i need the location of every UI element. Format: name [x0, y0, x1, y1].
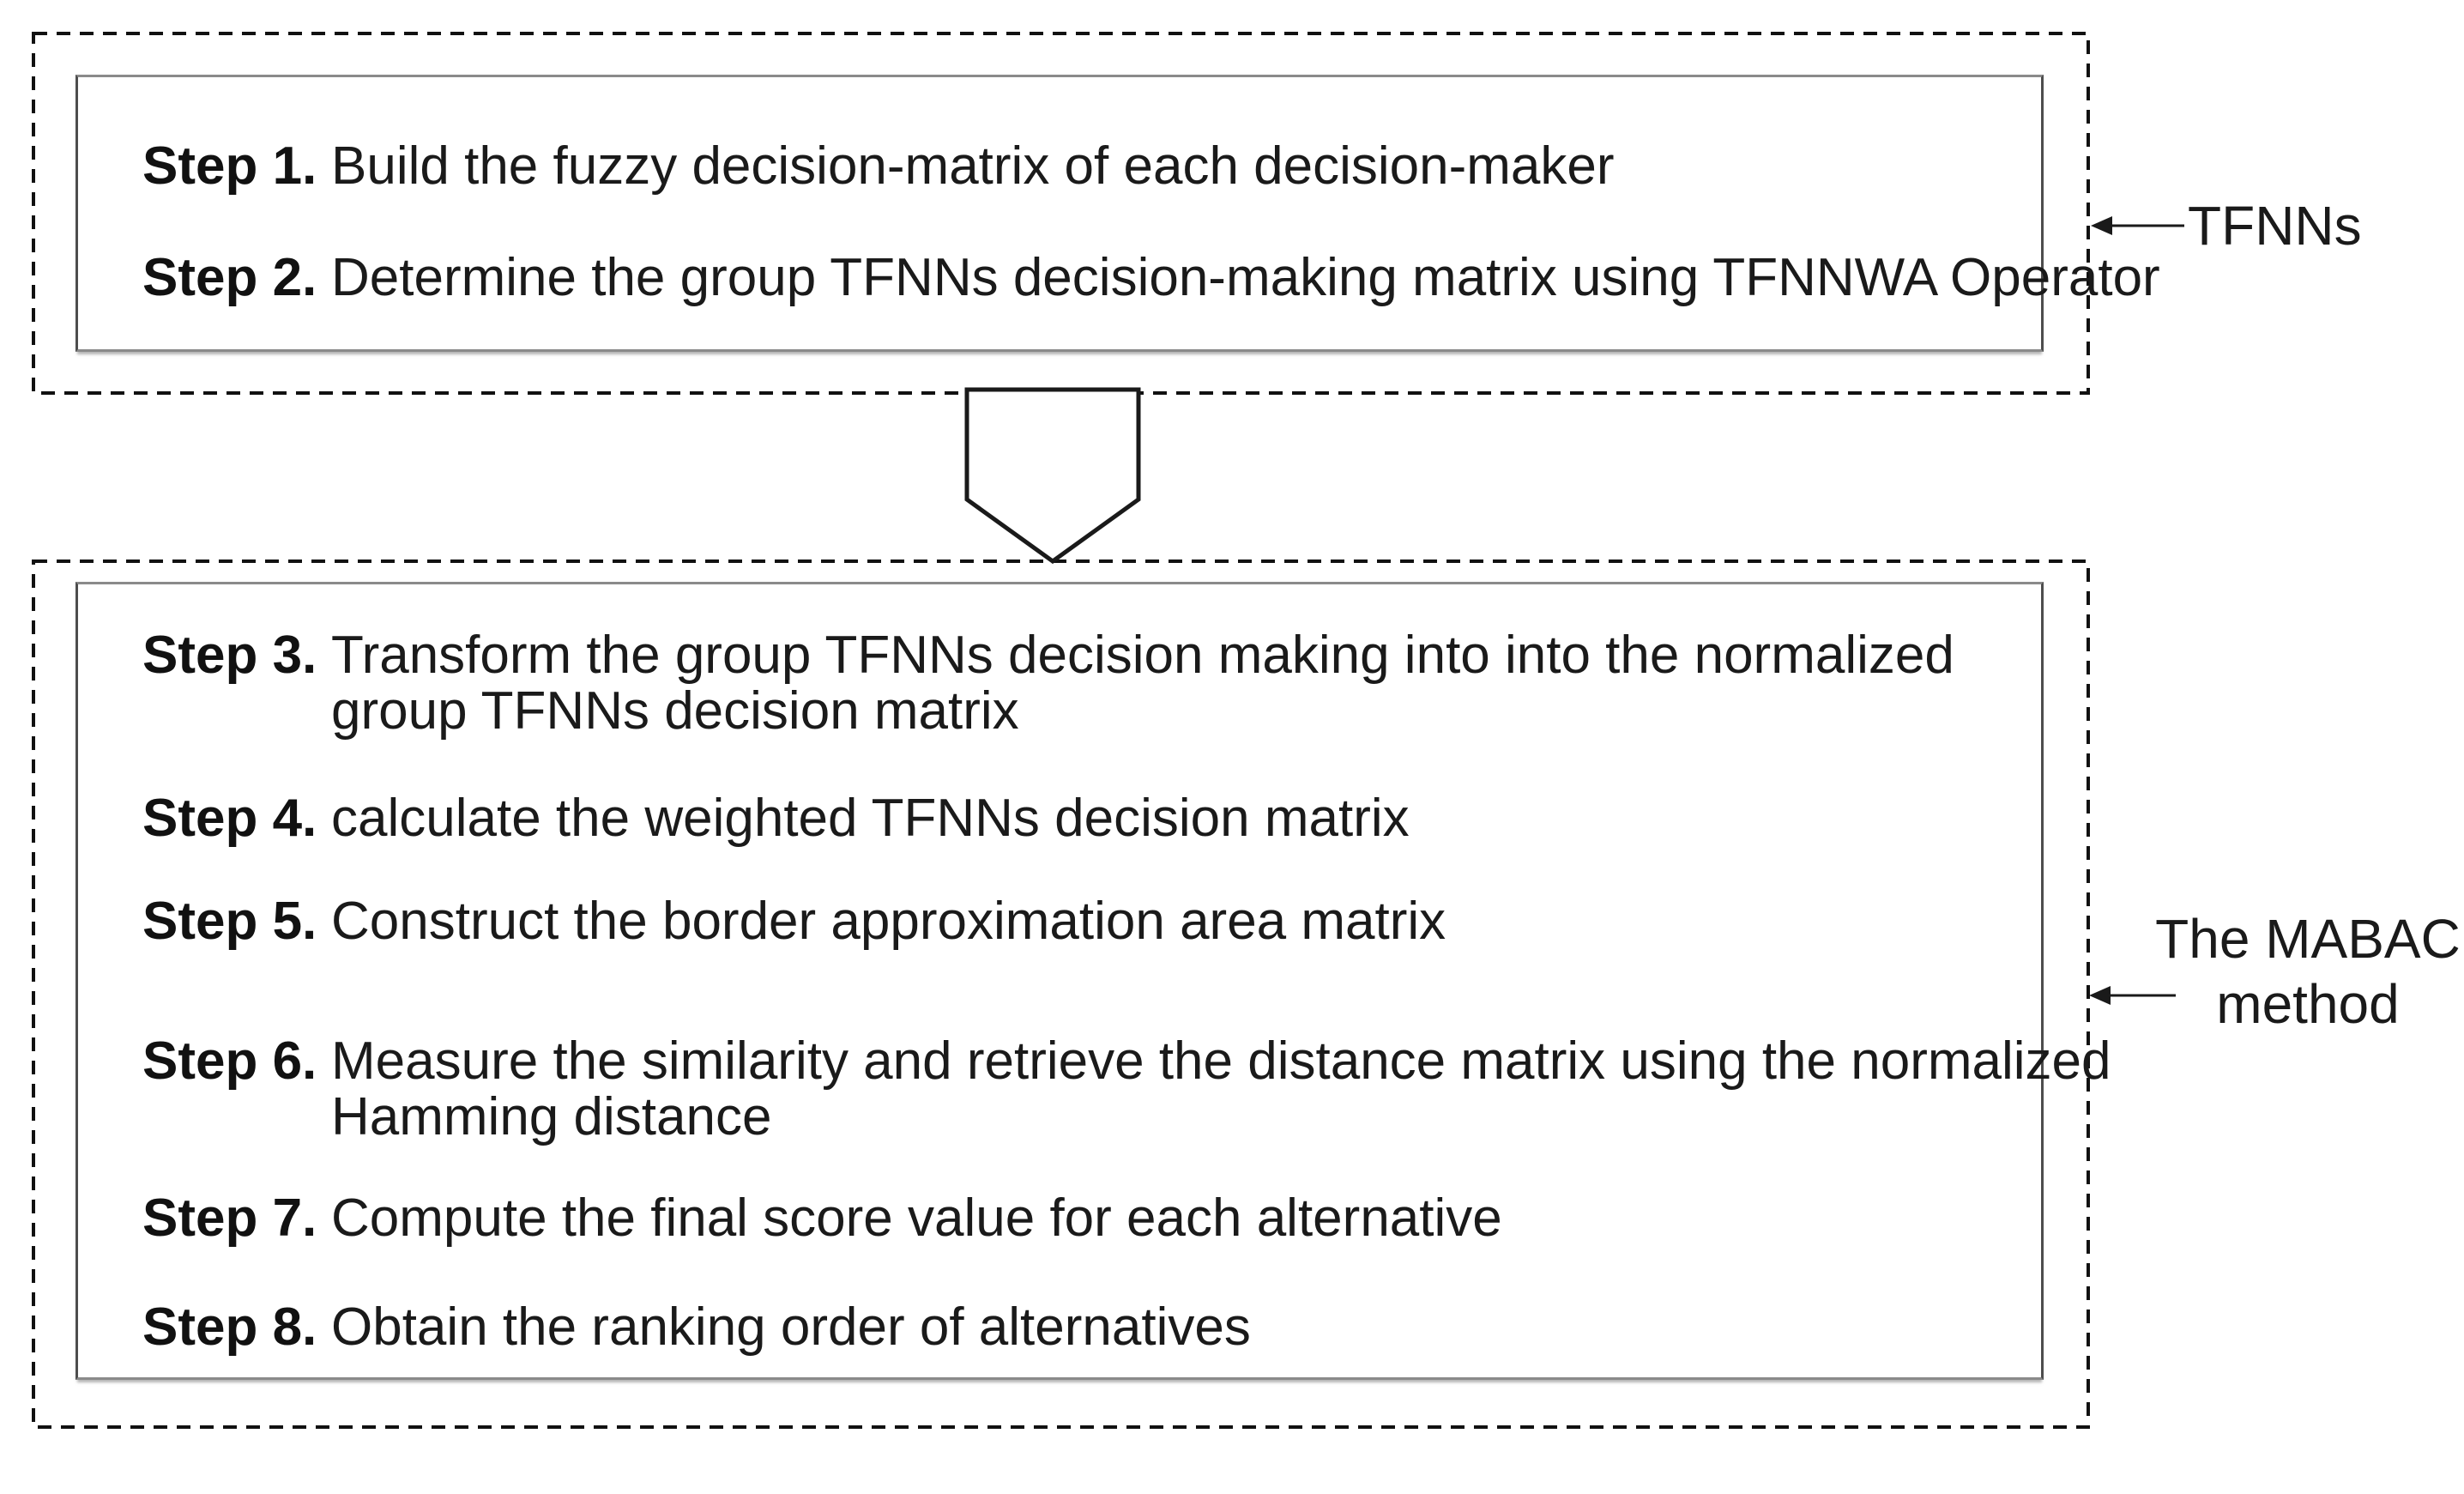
step-label: Step 3. [142, 626, 317, 685]
step-label: Step 6. [142, 1031, 317, 1091]
mabac-steps-box: Step 3. Transform the group TFNNs decisi… [75, 582, 2111, 1380]
step-text-line: Hamming distance [331, 1087, 772, 1146]
flow-step-5: Step 5. Construct the border approximati… [142, 893, 1446, 949]
step-label: Step 4. [142, 789, 317, 848]
left-arrow-icon [2091, 216, 2184, 235]
step-text-line: Determine the group TFNNs decision-makin… [331, 248, 2160, 307]
step-text-line: Transform the group TFNNs decision makin… [331, 626, 1954, 685]
tfnns-annotation-label: TFNNs [2188, 195, 2362, 257]
left-arrow-icon [2089, 986, 2176, 1005]
mabac-annotation-line: The MABAC [2155, 908, 2461, 970]
step-label: Step 8. [142, 1297, 317, 1357]
step-text-line: calculate the weighted TFNNs decision ma… [331, 789, 1410, 848]
step-label: Step 7. [142, 1189, 317, 1248]
step-text-line: Measure the similarity and retrieve the … [331, 1031, 2111, 1091]
flow-step-6: Step 6. Measure the similarity and retri… [142, 1033, 2111, 1145]
flow-step-8: Step 8. Obtain the ranking order of alte… [142, 1299, 1251, 1355]
flow-step-3: Step 3. Transform the group TFNNs decisi… [142, 627, 1954, 739]
flow-step-7: Step 7. Compute the final score value fo… [142, 1190, 1502, 1246]
step-label: Step 2. [142, 248, 317, 307]
flow-step-4: Step 4. calculate the weighted TFNNs dec… [142, 790, 1410, 846]
tfnns-steps-box: Step 1. Build the fuzzy decision-matrix … [75, 75, 2160, 352]
step-text-line: Construct the border approximation area … [331, 892, 1446, 951]
down-arrow-icon [964, 387, 1141, 564]
mabac-annotation-label: The MABAC method [2136, 906, 2464, 1037]
step-text-line: Obtain the ranking order of alternatives [331, 1297, 1251, 1357]
mabac-annotation-line: method [2216, 973, 2400, 1035]
step-label: Step 5. [142, 892, 317, 951]
flow-step-2: Step 2. Determine the group TFNNs decisi… [142, 250, 2160, 305]
step-text-line: Build the fuzzy decision-matrix of each … [331, 136, 1615, 196]
step-label: Step 1. [142, 136, 317, 196]
flow-step-1: Step 1. Build the fuzzy decision-matrix … [142, 138, 1615, 194]
step-text-line: Compute the final score value for each a… [331, 1189, 1502, 1248]
step-text-line: group TFNNs decision matrix [331, 681, 1019, 741]
